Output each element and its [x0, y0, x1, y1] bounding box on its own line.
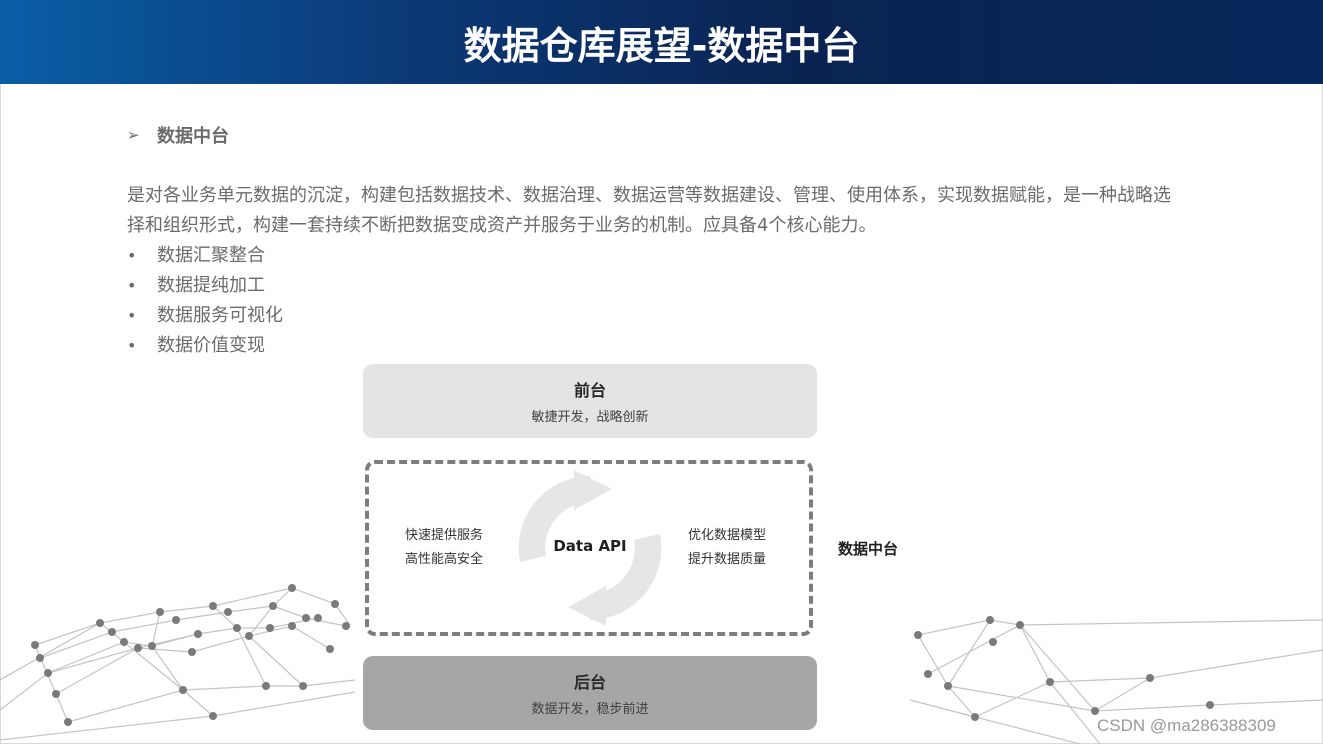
- csdn-watermark: CSDN @ma286388309: [1097, 716, 1276, 735]
- middle-left-text: 快速提供服务 高性能高安全: [405, 528, 484, 567]
- front-layer-box: 前台 敏捷开发，战略创新: [363, 364, 817, 438]
- list-item: •数据价值变现: [127, 331, 283, 361]
- cycle-arrows-icon: [518, 470, 662, 626]
- intro-paragraph: 是对各业务单元数据的沉淀，构建包括数据技术、数据治理、数据运营等数据建设、管理、…: [127, 185, 1171, 236]
- back-layer-box: 后台 数据开发，稳步前进: [363, 656, 817, 730]
- front-layer-subtitle: 敏捷开发，战略创新: [531, 410, 649, 425]
- slide-title: 数据仓库展望-数据中台: [463, 23, 860, 68]
- bullet-dot-icon: •: [127, 306, 137, 325]
- list-item: •数据提纯加工: [127, 271, 283, 301]
- bullet-dot-icon: •: [127, 336, 137, 355]
- data-middle-platform-label: 数据中台: [838, 540, 899, 558]
- middle-layer-dashed-box: [365, 460, 813, 636]
- list-item: •数据服务可视化: [127, 301, 283, 331]
- back-layer-title: 后台: [573, 673, 606, 692]
- capability-list: •数据汇聚整合 •数据提纯加工 •数据服务可视化 •数据价值变现: [127, 241, 283, 361]
- data-api-label: Data API: [553, 537, 627, 555]
- front-layer-title: 前台: [573, 381, 606, 400]
- middle-right-text: 优化数据模型 提升数据质量: [688, 528, 767, 567]
- section-heading-text: 数据中台: [157, 126, 229, 147]
- slide-header: 数据仓库展望-数据中台: [0, 0, 1323, 84]
- bullet-dot-icon: •: [127, 276, 137, 295]
- arrow-bullet-icon: ➢: [127, 126, 140, 144]
- list-item: •数据汇聚整合: [127, 241, 283, 271]
- back-layer-subtitle: 数据开发，稳步前进: [531, 702, 649, 717]
- bullet-dot-icon: •: [127, 246, 137, 265]
- section-heading: ➢ 数据中台: [127, 122, 229, 148]
